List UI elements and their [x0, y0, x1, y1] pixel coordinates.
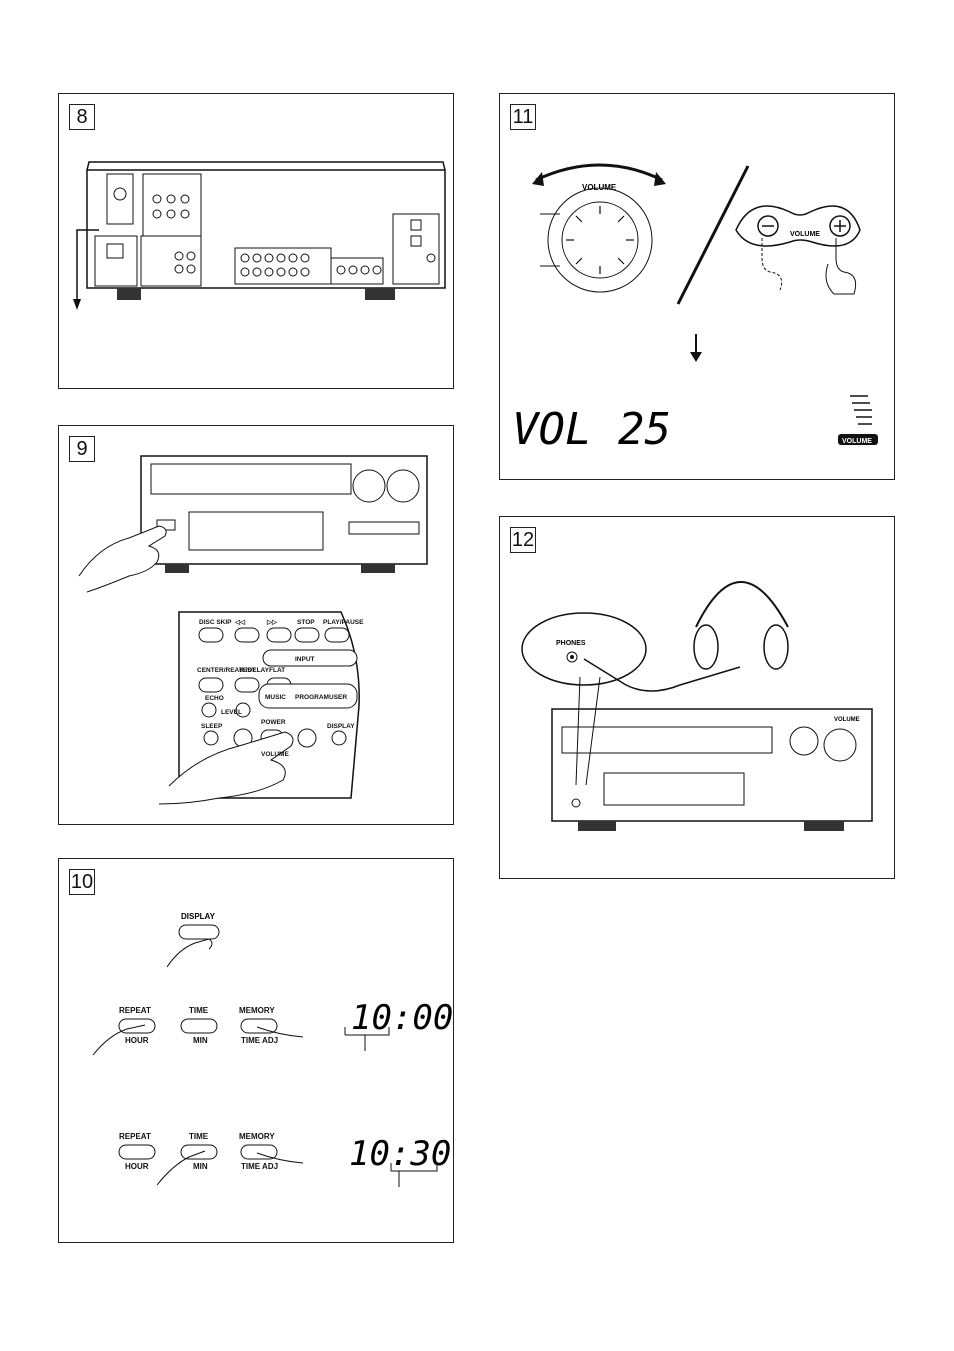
min-label-2: MIN — [193, 1162, 208, 1171]
hour-label-1: HOUR — [125, 1036, 149, 1045]
repeat-button-2[interactable] — [118, 1144, 156, 1160]
volume-knob-label: VOLUME — [582, 183, 617, 192]
remote-label-level: LEVEL — [221, 709, 242, 716]
panel-step-12: 12 PHONES VOLUME — [499, 516, 895, 879]
display-button[interactable] — [178, 924, 220, 940]
time-label-2: TIME — [189, 1132, 209, 1141]
clock-display-1: 10:00 — [351, 998, 453, 1038]
volume-badge: VOLUME — [842, 438, 872, 445]
panel-step-8: 8 — [58, 93, 454, 389]
memory-button-1[interactable] — [240, 1018, 278, 1034]
remote-label-skip-back: ◁◁ — [234, 619, 246, 626]
remote-label-music: MUSIC — [265, 694, 286, 701]
clock-display-2: 10:30 — [349, 1134, 451, 1174]
repeat-label-1: REPEAT — [119, 1006, 151, 1015]
rear-panel-illustration — [73, 161, 446, 310]
remote-label-test: TEST — [239, 667, 256, 674]
display-button-label: DISPLAY — [181, 912, 216, 921]
remote-label-volume: VOLUME — [261, 751, 289, 758]
volume-display: VOL 25 — [512, 404, 671, 455]
volume-adjust-illustration: VOLUME VOLUME VOL 25 VOLUME — [512, 163, 878, 455]
remote-label-play-pause: PLAY/PAUSE — [323, 619, 364, 626]
step-number: 8 — [69, 104, 95, 130]
min-label-1: MIN — [193, 1036, 208, 1045]
memory-button-2[interactable] — [240, 1144, 278, 1160]
volume-button-label: VOLUME — [790, 231, 820, 238]
remote-label-power: POWER — [261, 719, 286, 726]
panel-step-9: 9 DISC SKIP ◁◁ ▷▷ STOP PLAY/PA — [58, 425, 454, 825]
repeat-button-1[interactable] — [118, 1018, 156, 1034]
front-panel-and-remote-illustration: DISC SKIP ◁◁ ▷▷ STOP PLAY/PAUSE INPUT CE… — [78, 455, 428, 805]
time-label-1: TIME — [189, 1006, 209, 1015]
remote-label-display: DISPLAY — [327, 723, 355, 730]
remote-label-input: INPUT — [295, 656, 315, 663]
time-adj-label-1: TIME ADJ — [241, 1036, 278, 1045]
step-number: 10 — [69, 869, 95, 895]
step-number: 11 — [510, 104, 536, 130]
time-adj-label-2: TIME ADJ — [241, 1162, 278, 1171]
remote-label-program: PROGRAM — [295, 694, 329, 701]
hour-label-2: HOUR — [125, 1162, 149, 1171]
memory-label-1: MEMORY — [239, 1006, 275, 1015]
clock-setting-illustration: DISPLAY REPEAT HOUR TIME MIN MEMORY TIME… — [92, 912, 453, 1187]
remote-label-stop: STOP — [297, 619, 315, 626]
remote-label-sleep: SLEEP — [201, 723, 223, 730]
remote-label-disc-skip: DISC SKIP — [199, 619, 232, 626]
remote-label-center-rear-delay: CENTER/REAR /DELAY — [197, 667, 270, 674]
remote-label-user: USER — [329, 694, 347, 701]
panel-step-11: 11 VOLUME VOLUME VOL 25 VOLUME — [499, 93, 895, 480]
time-button-1[interactable] — [180, 1018, 218, 1034]
remote-label-skip-fwd: ▷▷ — [266, 619, 278, 626]
memory-label-2: MEMORY — [239, 1132, 275, 1141]
panel-step-10: 10 DISPLAY REPEAT HOUR TIME MIN MEMORY T… — [58, 858, 454, 1243]
phones-jack-label: PHONES — [556, 640, 586, 647]
front-volume-label: VOLUME — [834, 717, 860, 723]
remote-label-echo: ECHO — [205, 695, 224, 702]
remote-label-flat: FLAT — [269, 667, 285, 674]
time-button-2[interactable] — [180, 1144, 218, 1160]
repeat-label-2: REPEAT — [119, 1132, 151, 1141]
headphones-illustration: PHONES VOLUME — [521, 581, 873, 831]
step-number: 12 — [510, 527, 536, 553]
step-number: 9 — [69, 436, 95, 462]
